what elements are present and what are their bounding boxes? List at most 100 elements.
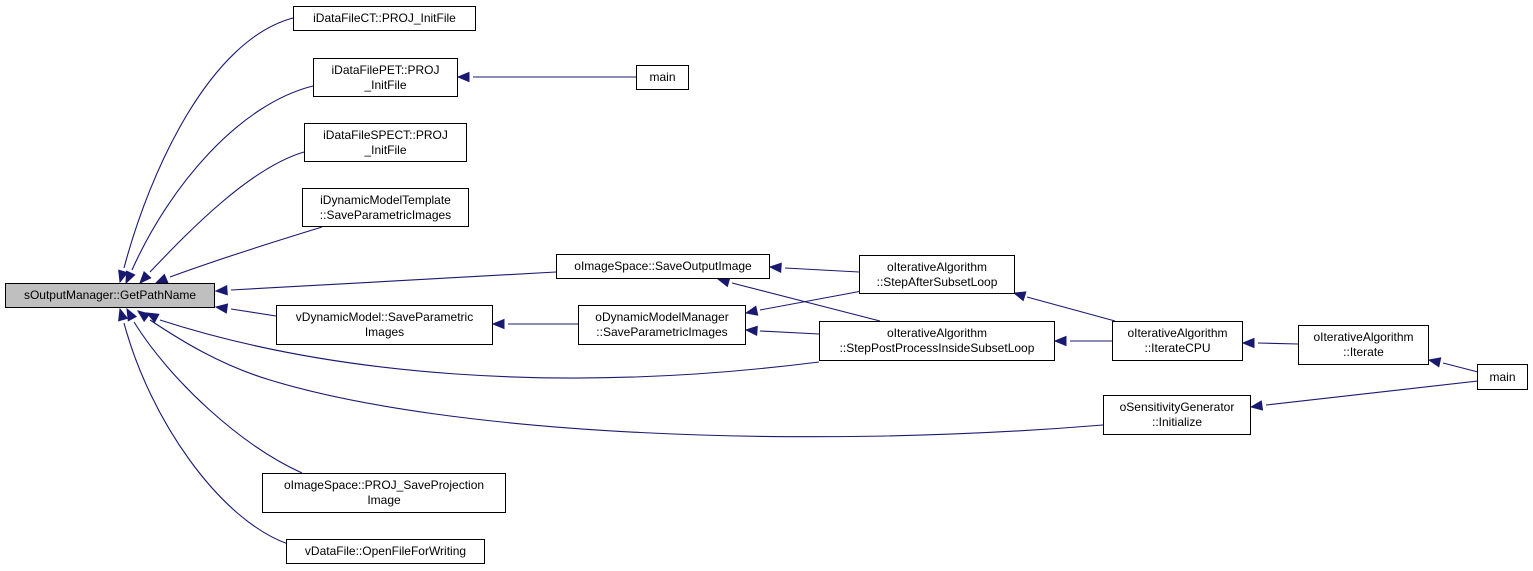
edge-vdynamicmodel-to-getpathname xyxy=(214,303,277,317)
node-label-line: oSensitivityGenerator xyxy=(1119,400,1235,414)
arrowhead-icon xyxy=(744,305,759,316)
edge-saveoutputimage-to-getpathname xyxy=(214,271,557,296)
arrowhead-icon xyxy=(744,325,758,337)
arrowhead-icon xyxy=(139,270,152,284)
arrowhead-icon xyxy=(1053,335,1067,347)
edge-line xyxy=(149,319,1104,438)
arrowhead-icon xyxy=(214,285,228,296)
arrowhead-icon xyxy=(1012,291,1027,302)
node-label-line: _InitFile xyxy=(364,77,407,92)
node-idynamicmodeltemplate-saveparametricimages[interactable]: iDynamicModelTemplate ::SaveParametricIm… xyxy=(302,188,469,227)
node-label-line: iDataFilePET::PROJ xyxy=(331,62,440,77)
node-label-line: oIterativeAlgorithm xyxy=(1313,330,1414,344)
edge-line xyxy=(131,85,314,271)
edge-iteratecpu-to-stepaftersubset xyxy=(1012,291,1116,322)
node-main-top[interactable]: main xyxy=(636,65,689,90)
edge-proj-saveprojection-to-getpathname xyxy=(126,307,303,474)
edge-stepaftersubset-to-saveoutputimage xyxy=(768,262,860,273)
edge-line xyxy=(759,330,820,335)
arrowhead-icon xyxy=(491,318,505,330)
node-oimagespace-proj-saveprojectionimage[interactable]: oImageSpace::PROJ_SaveProjection Image xyxy=(262,473,506,513)
edge-main-to-idatafilepet xyxy=(456,71,636,83)
edge-line xyxy=(169,226,323,278)
node-oiterativealgorithm-iterate[interactable]: oIterativeAlgorithm ::Iterate xyxy=(1298,325,1429,365)
node-idatafilespect-proj-initfile[interactable]: iDataFileSPECT::PROJ _InitFile xyxy=(304,123,467,162)
edge-steppostprocess-to-saveoutputimage xyxy=(716,277,881,322)
edge-main-to-sensitivity xyxy=(1249,380,1479,411)
node-label-line: ::Initialize xyxy=(1151,415,1203,429)
node-label-line: oIterativeAlgorithm xyxy=(1127,326,1228,340)
edge-steppostprocess-to-getpathname xyxy=(145,312,820,379)
arrowhead-icon xyxy=(118,307,129,322)
node-label-line: ::StepAfterSubsetLoop xyxy=(876,274,998,289)
node-label-line: ::Iterate xyxy=(1343,345,1384,359)
edge-dynmanager-to-vdynamicmodel xyxy=(491,318,578,330)
node-oiterativealgorithm-steppostprocessinsidesubsetloop[interactable]: oIterativeAlgorithm ::StepPostProcessIns… xyxy=(819,321,1055,361)
node-vdynamicmodel-saveparametricimages[interactable]: vDynamicModel::SaveParametric Images xyxy=(276,305,493,345)
edge-line xyxy=(149,151,305,273)
edge-line xyxy=(1442,362,1479,373)
node-label-line: Images xyxy=(364,325,405,339)
edge-idatafilect-to-getpathname xyxy=(118,17,294,284)
node-label-line: iDataFileSPECT::PROJ xyxy=(323,127,448,142)
node-oimagespace-saveoutputimage[interactable]: oImageSpace::SaveOutputImage xyxy=(556,254,770,279)
edge-line xyxy=(123,322,289,545)
node-label-line: ::SaveParametricImages xyxy=(319,207,452,222)
edge-line xyxy=(159,319,820,379)
arrowhead-icon xyxy=(1427,357,1442,368)
node-label-line: ::IterateCPU xyxy=(1144,341,1211,355)
edge-idynamicmodeltemplate-to-getpathname xyxy=(154,226,323,284)
edge-line xyxy=(230,308,277,317)
arrowhead-icon xyxy=(126,307,138,322)
node-label-line: sOutputManager::GetPathName xyxy=(23,288,197,302)
arrowhead-icon xyxy=(456,71,470,83)
node-odynamicmodelmanager-saveparametricimages[interactable]: oDynamicModelManager ::SaveParametricIma… xyxy=(578,305,746,345)
arrowhead-icon xyxy=(768,262,782,273)
edge-idatafilepet-to-getpathname xyxy=(125,85,314,285)
node-label-line: oDynamicModelManager xyxy=(595,310,729,324)
arrowhead-icon xyxy=(136,310,151,323)
edge-line xyxy=(1265,380,1479,406)
arrowhead-icon xyxy=(118,269,129,284)
arrowhead-icon xyxy=(154,273,169,284)
node-oiterativealgorithm-stepaftersubsetloop[interactable]: oIterativeAlgorithm ::StepAfterSubsetLoo… xyxy=(859,255,1015,294)
edge-main-to-iterate xyxy=(1427,357,1479,373)
node-label-line: ::StepPostProcessInsideSubsetLoop xyxy=(839,341,1035,355)
node-label-line: oIterativeAlgorithm xyxy=(886,326,988,340)
node-label-line: ::SaveParametricImages xyxy=(596,325,728,339)
node-label-line: iDynamicModelTemplate xyxy=(320,192,451,207)
edge-line xyxy=(1257,342,1299,345)
node-soutputmanager-getpathname: sOutputManager::GetPathName xyxy=(5,283,215,308)
node-label-line: vDataFile::OpenFileForWriting xyxy=(304,544,467,558)
node-label-line: Image xyxy=(367,493,401,507)
node-label-line: iDataFileCT::PROJ_InitFile xyxy=(313,11,456,25)
node-label-line: main xyxy=(649,70,676,84)
edge-line xyxy=(133,321,303,474)
node-idatafilepet-proj-initfile[interactable]: iDataFilePET::PROJ _InitFile xyxy=(313,58,458,97)
edge-line xyxy=(759,290,863,311)
node-oiterativealgorithm-iteratecpu[interactable]: oIterativeAlgorithm ::IterateCPU xyxy=(1112,321,1243,361)
edge-line xyxy=(1026,296,1116,322)
node-label-line: oImageSpace::SaveOutputImage xyxy=(574,259,752,273)
node-idatafilect-proj-initfile[interactable]: iDataFileCT::PROJ_InitFile xyxy=(293,6,476,31)
edge-iterate-to-iteratecpu xyxy=(1241,337,1299,349)
node-main-right[interactable]: main xyxy=(1477,364,1528,390)
edge-steppostprocess-to-dynmanager xyxy=(744,325,820,337)
edge-line xyxy=(230,271,557,291)
edge-line xyxy=(123,17,294,269)
edge-iteratecpu-to-steppostprocess xyxy=(1053,335,1112,347)
node-label-line: oIterativeAlgorithm xyxy=(886,259,988,274)
arrowhead-icon xyxy=(1249,400,1264,411)
edge-openfileforwriting-to-getpathname xyxy=(118,307,289,545)
arrowhead-icon xyxy=(125,270,136,285)
node-osensitivitygenerator-initialize[interactable]: oSensitivityGenerator ::Initialize xyxy=(1103,395,1251,435)
node-vdatafile-openfileforwriting[interactable]: vDataFile::OpenFileForWriting xyxy=(286,539,485,564)
edge-stepaftersubset-to-dynmanager xyxy=(744,290,863,316)
edge-sensitivity-to-getpathname xyxy=(136,310,1104,438)
node-label-line: oImageSpace::PROJ_SaveProjection xyxy=(283,478,485,492)
arrowhead-icon xyxy=(1241,337,1255,349)
arrowhead-icon xyxy=(214,303,229,314)
node-label-line: vDynamicModel::SaveParametric xyxy=(295,310,474,324)
